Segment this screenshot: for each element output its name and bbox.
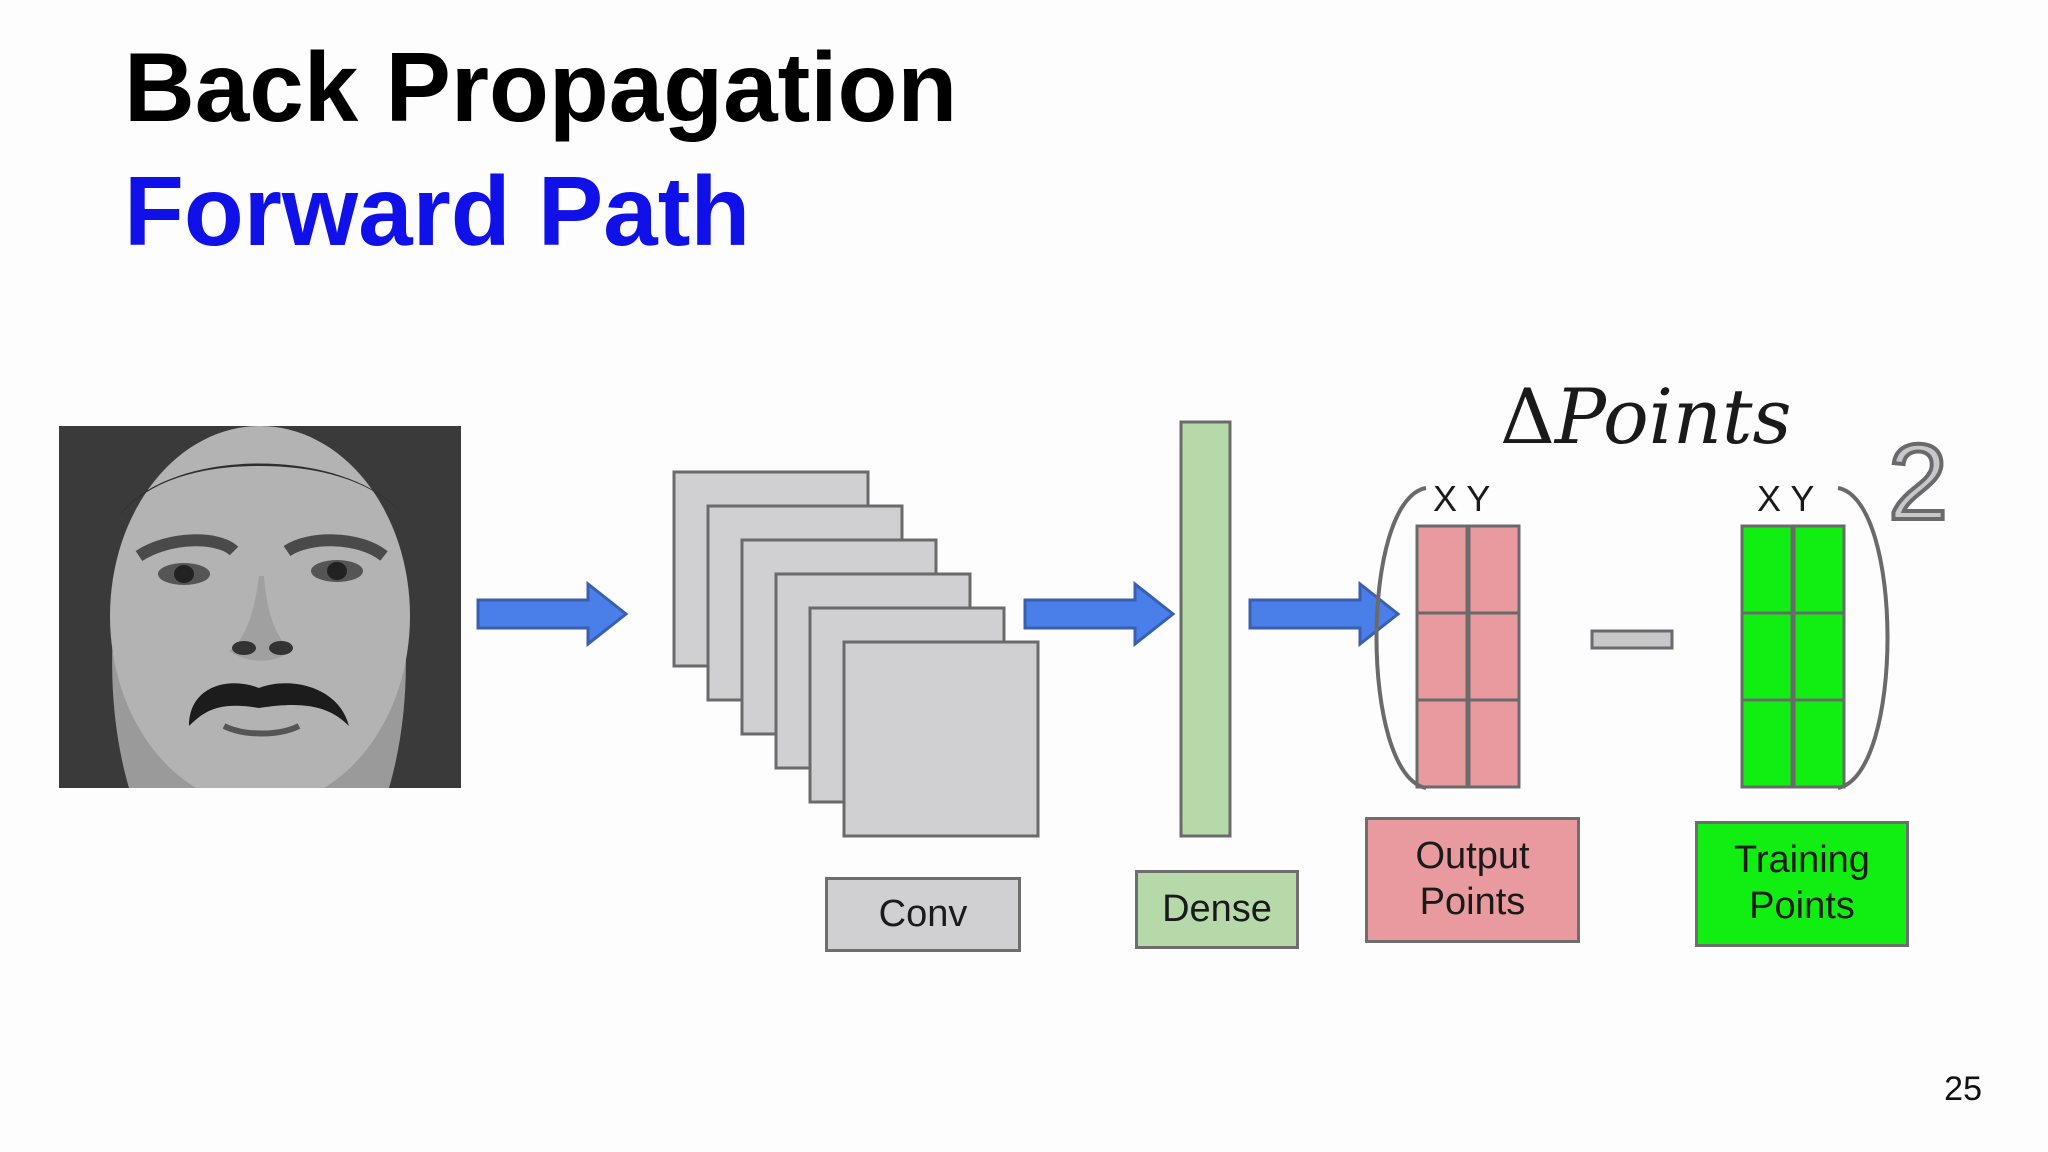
training-points-label: Training Points xyxy=(1695,821,1909,947)
feature-map xyxy=(842,640,1040,838)
training-label-line1: Training xyxy=(1734,839,1870,882)
dense-label: Dense xyxy=(1135,870,1299,949)
training-label-line2: Points xyxy=(1749,885,1855,927)
minus-sign xyxy=(1590,629,1674,650)
delta-symbol: Δ xyxy=(1500,372,1555,461)
slide-title: Back Propagation xyxy=(124,32,958,142)
dense-layer-bar xyxy=(1179,420,1232,838)
training-points-matrix xyxy=(1740,524,1846,789)
conv-label-text: Conv xyxy=(878,892,968,935)
conv-label: Conv xyxy=(825,877,1021,952)
face-photo-drawing xyxy=(59,426,461,788)
arrow-right-icon xyxy=(476,582,628,646)
left-parenthesis xyxy=(1374,486,1427,790)
output-points-label: Output Points xyxy=(1365,817,1580,943)
conv-feature-maps xyxy=(672,470,1040,838)
dense-label-text: Dense xyxy=(1162,887,1272,930)
delta-points-label: ΔPoints xyxy=(1500,372,1792,461)
right-parenthesis xyxy=(1837,486,1890,790)
output-label-line1: Output xyxy=(1415,835,1530,878)
squared-exponent: 2 xyxy=(1886,421,1950,542)
face-photo xyxy=(59,426,461,788)
arrow-right-icon xyxy=(1023,582,1175,646)
training-column-headers: X Y xyxy=(1757,478,1814,519)
output-points-matrix xyxy=(1415,524,1521,789)
page-number: 25 xyxy=(1944,1070,1982,1108)
delta-text: Points xyxy=(1554,372,1792,461)
output-label-line2: Points xyxy=(1419,881,1526,923)
slide-subtitle: Forward Path xyxy=(124,156,751,266)
output-column-headers: X Y xyxy=(1433,478,1490,519)
